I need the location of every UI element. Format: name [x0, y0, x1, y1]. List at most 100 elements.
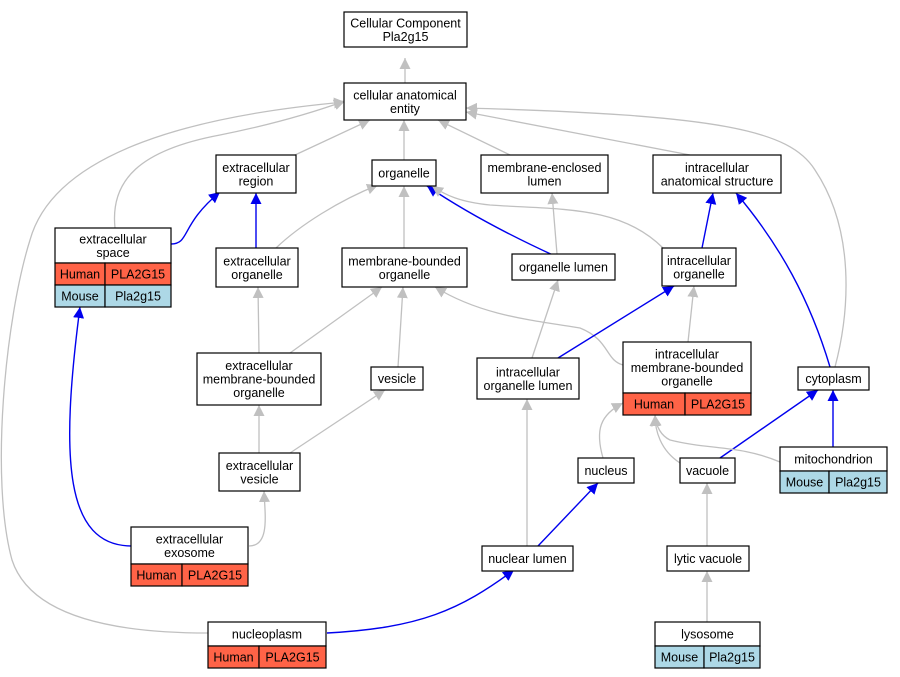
node-orglumen-box	[511, 253, 616, 281]
node-root-label: Pla2g15	[383, 30, 429, 44]
node-orglumen: organelle lumen	[511, 253, 616, 281]
edge-nucleus-imbo	[598, 402, 624, 459]
edge-iol-orglumen	[531, 279, 560, 359]
edges	[0, 58, 847, 634]
edge-cytoplasm-cae	[465, 102, 847, 368]
node-vacuole-label: vacuole	[686, 464, 729, 478]
node-organelle: organelle	[371, 159, 437, 187]
node-nuclumen-label: nuclear lumen	[488, 552, 567, 566]
edge-orglumen-mel	[547, 192, 559, 255]
node-nucleus-box	[577, 457, 635, 484]
edge-exmbo-exorg	[252, 286, 264, 354]
species-label: Mouse	[786, 476, 824, 490]
gene-label: PLA2G15	[265, 651, 319, 665]
node-vesicle: vesicle	[370, 366, 424, 391]
node-nuclumen: nuclear lumen	[481, 545, 574, 572]
node-cytoplasm: cytoplasm	[797, 366, 870, 391]
node-orglumen-label: organelle lumen	[519, 261, 608, 275]
node-imbo-label: organelle	[661, 375, 712, 389]
node-nucleoplasm-annotation-human: Human PLA2G15	[207, 645, 327, 669]
gene-label: PLA2G15	[188, 569, 242, 583]
edge-cytoplasm-ias	[735, 192, 831, 368]
species-label: Human	[213, 651, 253, 665]
node-intorg-label: intracellular	[667, 254, 731, 268]
node-cytoplasm-label: cytoplasm	[805, 372, 861, 386]
edge-orglumen-organelle	[426, 185, 556, 257]
node-exosome-box	[130, 526, 249, 565]
node-vacuole: vacuole	[679, 457, 736, 484]
node-exspace-label: space	[96, 246, 129, 260]
node-exmbo-label: membrane-bounded	[203, 373, 316, 387]
node-exorg-box	[215, 247, 299, 288]
node-mbo-box	[341, 247, 468, 288]
edge-nucleoplasm-nuclumen	[326, 569, 515, 634]
node-vesicle-box	[370, 366, 424, 391]
edge-mito-imbo	[650, 414, 781, 463]
node-root-box	[343, 11, 468, 48]
node-lytic: lytic vacuole	[666, 545, 750, 572]
gene-label: Pla2g15	[115, 290, 161, 304]
node-exspace-annotation-human: Human PLA2G15	[54, 262, 172, 286]
node-exmbo-label: extracellular	[225, 359, 292, 373]
species-label: Mouse	[661, 651, 699, 665]
node-exspace-annotation-mouse: Mouse Pla2g15	[54, 284, 172, 308]
node-mbo-label: organelle	[379, 268, 430, 282]
node-cytoplasm-box	[797, 366, 870, 391]
node-exves-label: vesicle	[240, 472, 278, 486]
node-exorg-label: organelle	[231, 268, 282, 282]
node-exosome-label: exosome	[164, 546, 215, 560]
species-label: Mouse	[61, 290, 99, 304]
node-mel-label: membrane-enclosed	[488, 161, 602, 175]
node-exorg-label: extracellular	[223, 254, 290, 268]
edge-iol-intorg	[557, 285, 675, 359]
node-cae-label: cellular anatomical	[353, 88, 457, 102]
edge-exorg-organelle	[275, 183, 379, 249]
edge-ias-cae	[465, 108, 691, 156]
gene-label: PLA2G15	[111, 268, 165, 282]
node-intorg-box	[661, 247, 737, 287]
edge-exreg-cae	[294, 119, 371, 156]
node-exmbo-box	[196, 352, 322, 406]
node-imbo: intracellularmembrane-boundedorganelleHu…	[622, 341, 752, 416]
node-organelle-box	[371, 159, 437, 187]
node-cae-label: entity	[390, 102, 421, 116]
gene-label: PLA2G15	[691, 398, 745, 412]
node-imbo-label: membrane-bounded	[631, 361, 744, 375]
edge-mel-cae	[437, 119, 511, 156]
node-root-label: Cellular Component	[350, 16, 461, 30]
node-ias-label: anatomical structure	[661, 174, 774, 188]
edge-imbo-mbo	[434, 286, 624, 366]
node-intorg-label: organelle	[673, 267, 724, 281]
edge-exosome-exspace	[69, 306, 133, 547]
node-nucleoplasm-label: nucleoplasm	[232, 628, 302, 642]
node-imbo-box	[622, 341, 752, 394]
node-lysosome-box	[654, 621, 761, 647]
node-nuclumen-box	[481, 545, 574, 572]
node-exves-label: extracellular	[226, 459, 293, 473]
node-imbo-label: intracellular	[655, 348, 719, 362]
node-cae-box	[343, 82, 467, 121]
gene-cell	[703, 645, 761, 669]
node-exosome-label: extracellular	[156, 532, 223, 546]
species-label: Human	[136, 569, 176, 583]
species-label: Human	[60, 268, 100, 282]
node-mito-box	[779, 446, 888, 472]
gene-cell	[181, 563, 249, 587]
node-lytic-label: lytic vacuole	[674, 552, 742, 566]
edge-intorg-organelle	[431, 185, 664, 249]
